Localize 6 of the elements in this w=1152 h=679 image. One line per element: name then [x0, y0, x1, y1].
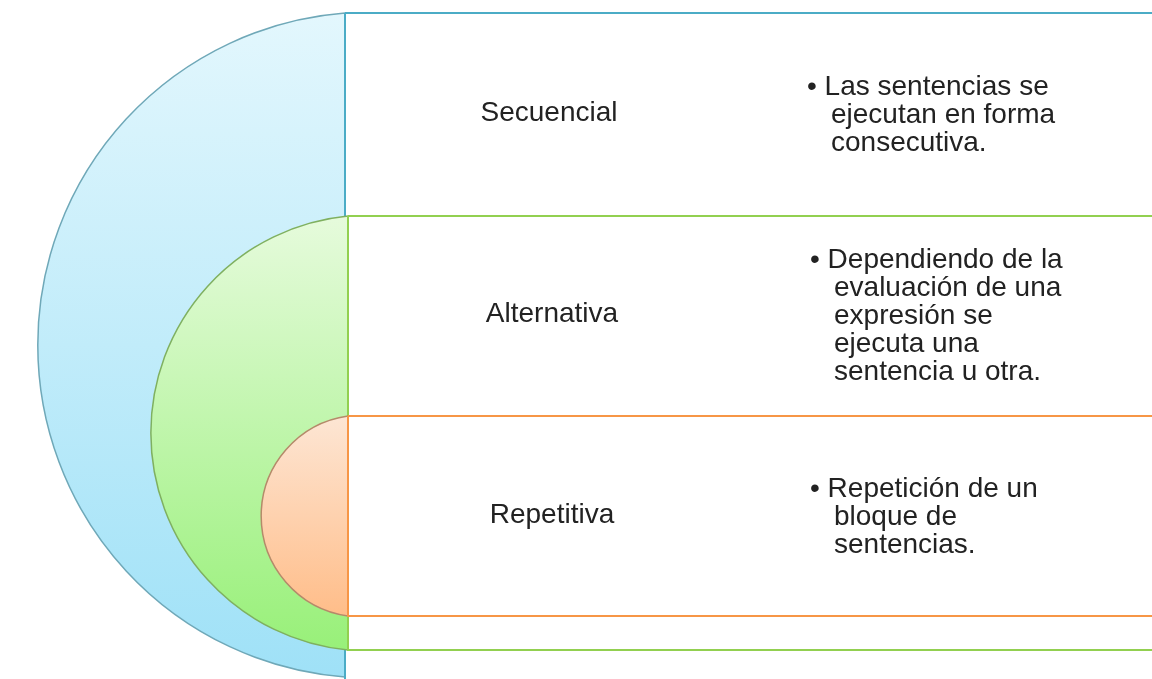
category-label: Secuencial	[479, 95, 619, 128]
bullet-text: • Las sentencias se ejecutan en forma consecutiva.	[807, 71, 1057, 156]
bullet-text: • Dependiendo de la evaluación de una expresión se ejecuta una sentencia u otra.	[810, 245, 1064, 385]
bullet-text: • Repetición de un bloque de sentencias.	[810, 474, 1039, 558]
category-label: Alternativa	[484, 297, 620, 329]
category-label: Repetitiva	[488, 498, 616, 530]
